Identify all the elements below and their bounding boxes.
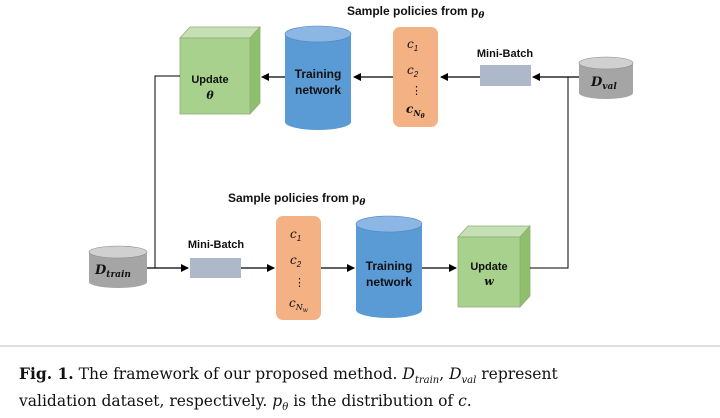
top-training-network-cylinder: Training network (284, 25, 352, 130)
update-param-theta: θ (206, 89, 214, 102)
update-param-w: w (484, 275, 494, 288)
d-val-cylinder: Dval (578, 56, 634, 99)
connector-update-theta-to-bottom (154, 75, 180, 268)
training-network-label-line2: network (366, 275, 412, 289)
update-label: Update (191, 74, 228, 86)
update-label: Update (470, 261, 507, 273)
policy-c2: c2 (407, 63, 419, 79)
d-train-label: Dtrain (94, 263, 131, 280)
caption-line-1: Fig. 1. The framework of our proposed me… (19, 364, 558, 387)
figure-caption: Fig. 1. The framework of our proposed me… (19, 363, 709, 418)
caption-line-2: validation dataset, respectively. pθ is … (19, 392, 472, 414)
policy-ellipsis: ⋮ (411, 85, 422, 97)
bottom-training-network-cylinder: Training network (355, 215, 423, 318)
top-minibatch-label: Mini-Batch (477, 48, 534, 60)
bottom-minibatch-rect (190, 258, 241, 278)
top-minibatch-rect (480, 65, 531, 86)
policy-ellipsis: ⋮ (294, 277, 305, 289)
training-network-label-line1: Training (366, 259, 413, 273)
bottom-heading: Sample policies from pθ (228, 191, 365, 208)
bottom-minibatch-label: Mini-Batch (188, 239, 245, 251)
policy-c1: c1 (290, 227, 301, 243)
top-heading: Sample policies from pθ (347, 4, 484, 21)
connector-update-w-to-top (530, 76, 579, 269)
update-theta-cube: Update θ (179, 25, 261, 116)
policy-c1: c1 (407, 37, 418, 53)
policy-cn-w: cNw (289, 296, 309, 314)
policy-cn-theta: cNθ (406, 102, 425, 120)
bottom-policy-box: c1 c2 ⋮ cNw (276, 216, 321, 320)
policy-c2: c2 (290, 253, 302, 269)
d-val-label: Dval (590, 75, 617, 92)
training-network-label-line2: network (295, 83, 341, 97)
top-policy-box: c1 c2 ⋮ cNθ (393, 27, 438, 127)
d-train-cylinder: Dtrain (88, 245, 148, 288)
training-network-label-line1: Training (295, 67, 342, 81)
update-w-cube: Update w (457, 224, 531, 309)
